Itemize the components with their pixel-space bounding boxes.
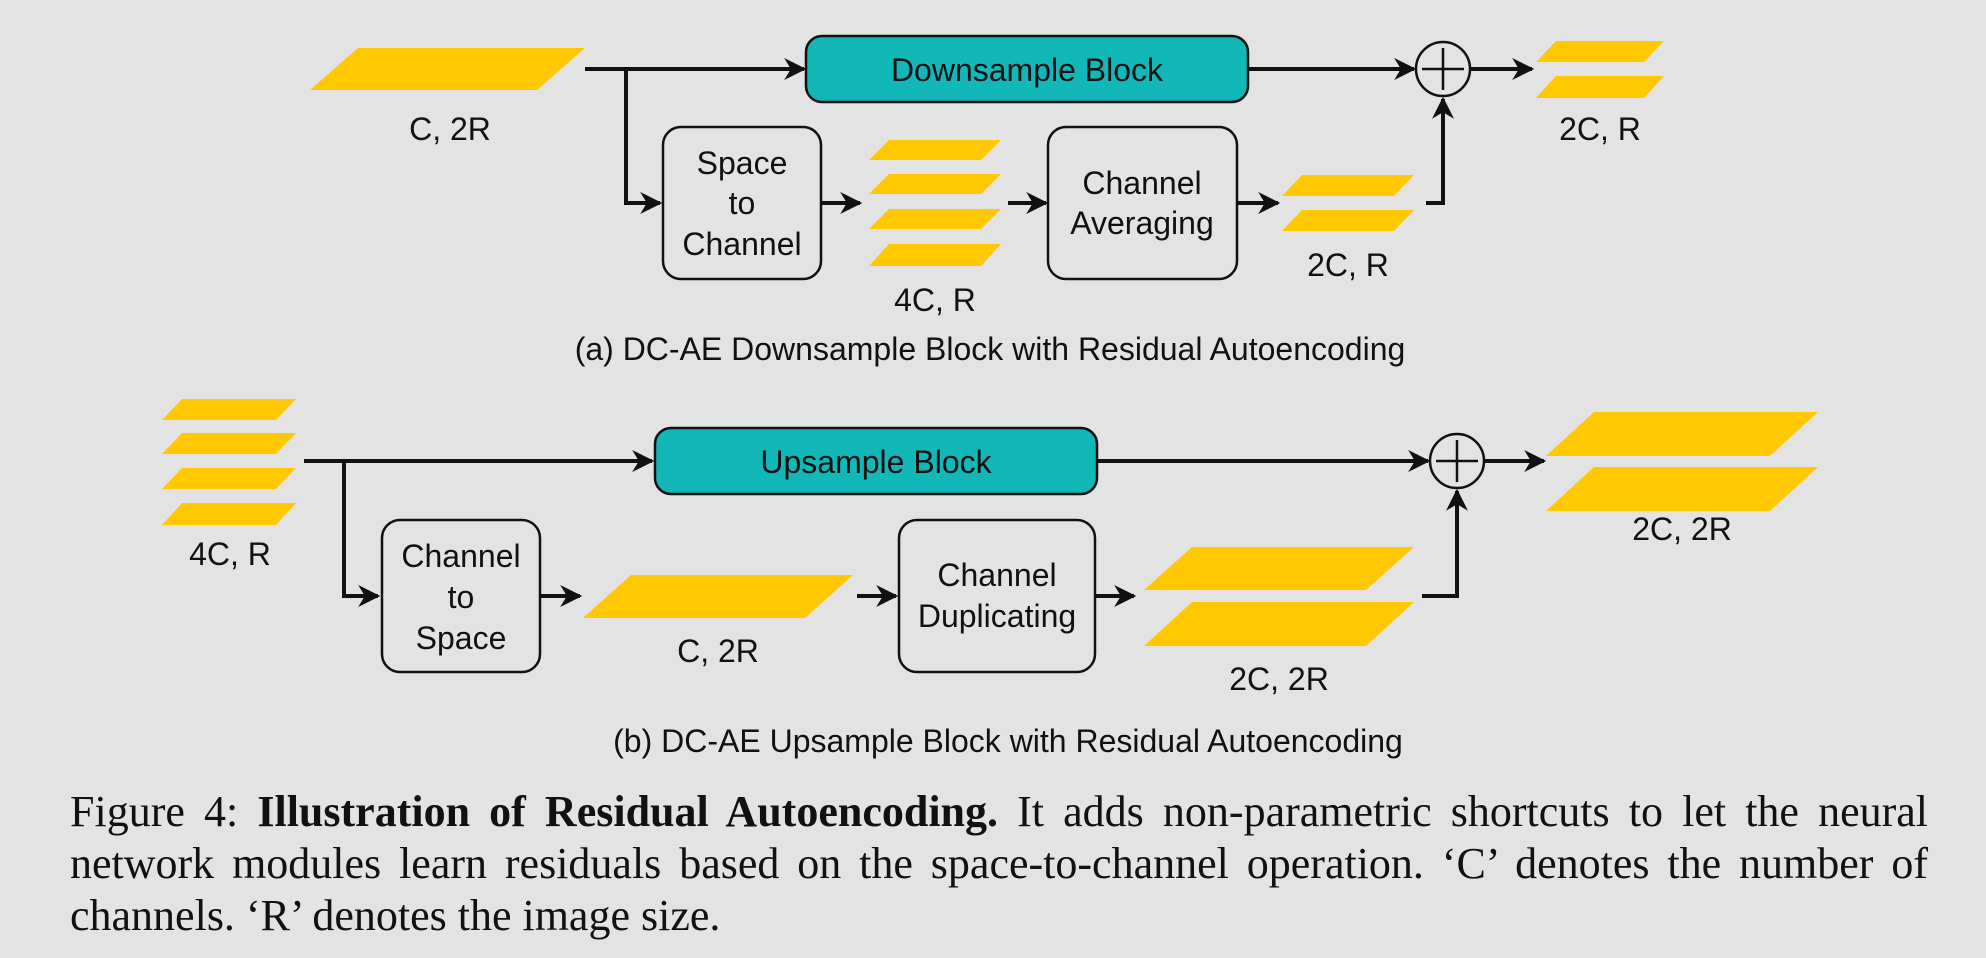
label-output-a: 2C, R [1559,111,1641,147]
space-to-channel-line1: Space [697,145,788,181]
space-to-channel-line2: to [729,185,756,221]
tensor-mid-a-4 [869,244,1001,266]
upsample-block-label: Upsample Block [760,444,992,480]
channel-averaging-line2: Averaging [1070,205,1214,241]
arrow-shortcut-to-sum-b [1422,488,1468,598]
tensor-output-b-1 [1546,412,1818,456]
tensor-shortcut-b-1 [1144,547,1414,590]
channel-duplicating-line1: Channel [937,557,1056,593]
tensor-shortcut-a-2 [1282,210,1414,231]
panel-a-downsample: C, 2R Downsample Block 2C, R Space to Ch… [310,34,1664,367]
tensor-input-b-2 [162,433,296,454]
channel-duplicating-line2: Duplicating [918,598,1076,634]
downsample-block-label: Downsample Block [891,52,1164,88]
channel-to-space-line3: Space [416,620,507,656]
label-input-b: 4C, R [189,536,271,572]
caption-b: (b) DC-AE Upsample Block with Residual A… [613,723,1403,759]
figure-caption: Figure 4: Illustration of Residual Autoe… [70,786,1928,942]
label-mid-b: C, 2R [677,633,759,669]
space-to-channel-line3: Channel [682,226,801,262]
label-mid-a: 4C, R [894,282,976,318]
tensor-input-b-1 [162,399,296,420]
tensor-mid-a-1 [869,140,1001,160]
channel-averaging-line1: Channel [1082,165,1201,201]
channel-to-space-line1: Channel [401,538,520,574]
residual-autoencoding-diagram: C, 2R Downsample Block 2C, R Space to Ch… [162,34,1818,759]
tensor-output-a-1 [1536,41,1664,62]
tensor-mid-a-3 [869,209,1001,229]
tensor-input-b-3 [162,468,296,489]
label-input-a: C, 2R [409,111,491,147]
channel-averaging-box [1046,125,1239,281]
figure-caption-body: It adds non-parametric shortcuts to let … [70,787,1929,940]
tensor-output-a-2 [1536,76,1664,98]
channel-duplicating-box [897,518,1097,674]
caption-a: (a) DC-AE Downsample Block with Residual… [575,331,1406,367]
tensor-input-a [310,48,585,90]
panel-b-upsample: 4C, R Upsample Block 2C, 2R Channel to S… [162,399,1818,759]
channel-to-space-line2: to [448,579,475,615]
shortcut-branch-b [342,461,381,607]
tensor-mid-a-2 [869,174,1001,194]
arrow-shortcut-to-sum-a [1426,96,1454,205]
tensor-output-b-2 [1546,467,1818,511]
figure-caption-prefix: Figure 4: [70,787,239,836]
tensor-shortcut-a-1 [1282,175,1414,196]
figure-caption-title: Illustration of Residual Autoencoding. [257,787,999,836]
label-shortcut-a: 2C, R [1307,247,1389,283]
tensor-shortcut-b-2 [1144,602,1414,646]
label-shortcut-b: 2C, 2R [1229,661,1329,697]
label-output-b: 2C, 2R [1632,511,1732,547]
tensor-input-b-4 [162,503,296,525]
tensor-mid-b [583,575,853,618]
shortcut-branch-a [624,69,663,214]
